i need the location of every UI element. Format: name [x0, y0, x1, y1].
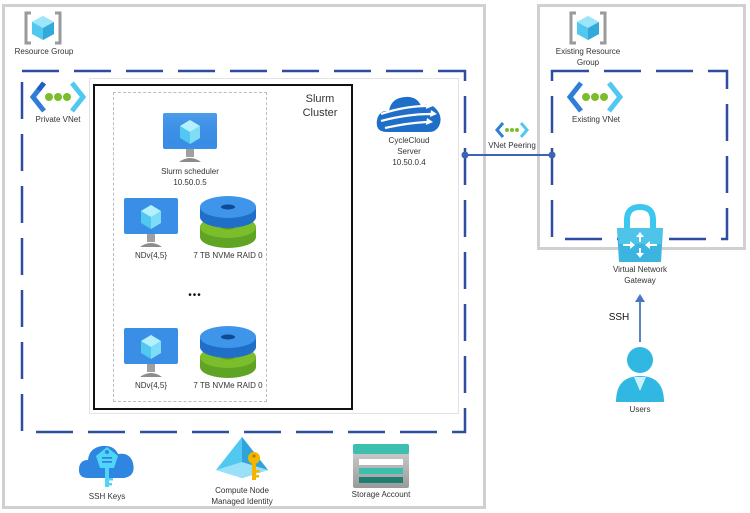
compute-node-label: NDv{4,5} — [134, 251, 168, 260]
existing-resource-group-line1: Existing Resource — [555, 47, 621, 56]
compute-node-label: NDv{4,5} — [134, 381, 168, 390]
existing-resource-group-icon — [569, 11, 607, 45]
managed-identity-line1: Compute Node — [215, 486, 269, 495]
compute-group-boundary — [113, 92, 267, 402]
ssh-keys-icon[interactable] — [78, 438, 136, 490]
slurm-cluster-boundary — [93, 84, 353, 410]
users-label: Users — [629, 405, 651, 414]
existing-vnet-icon — [567, 81, 623, 113]
ssh-arrow-head — [635, 294, 645, 302]
nvme-disk-icon[interactable] — [198, 195, 258, 251]
nvme-disk-label: 7 TB NVMe RAID 0 — [193, 381, 263, 390]
slurm-cluster-title-line1: Slurm — [305, 93, 335, 105]
cyclecloud-label: CycleCloud Server 10.50.0.4 — [374, 135, 444, 168]
storage-account-icon[interactable] — [352, 443, 410, 489]
gateway-line2: Gateway — [624, 276, 656, 285]
existing-resource-group-line2: Group — [576, 58, 600, 67]
slurm-scheduler-vm-icon[interactable] — [162, 112, 218, 164]
resource-group-boundary — [2, 4, 486, 509]
slurm-scheduler-name: Slurm scheduler — [161, 167, 219, 176]
cyclecloud-name-line1: CycleCloud — [388, 136, 430, 145]
managed-identity-line2: Managed Identity — [211, 497, 273, 506]
virtual-network-gateway-label: Virtual Network Gateway — [600, 264, 680, 286]
private-vnet-boundary — [20, 69, 467, 434]
resource-group-icon — [24, 11, 62, 45]
cyclecloud-name-line2: Server — [397, 147, 421, 156]
compute-node-vm-icon[interactable] — [123, 327, 179, 379]
gateway-line1: Virtual Network — [612, 265, 668, 274]
existing-vnet-label: Existing VNet — [571, 115, 621, 124]
storage-account-label: Storage Account — [351, 490, 411, 499]
cyclecloud-ip: 10.50.0.4 — [392, 158, 426, 167]
private-vnet-icon — [30, 81, 86, 113]
nvme-disk-label: 7 TB NVMe RAID 0 — [193, 251, 263, 260]
compute-node-vm-icon[interactable] — [123, 197, 179, 249]
virtual-network-gateway-icon[interactable] — [617, 204, 663, 262]
managed-identity-label: Compute Node Managed Identity — [200, 485, 284, 507]
cyclecloud-icon[interactable] — [375, 92, 443, 134]
resource-group-label: Resource Group — [14, 47, 74, 56]
slurm-cluster-title-line2: Cluster — [302, 107, 338, 119]
peering-endpoint-right — [548, 151, 556, 159]
slurm-scheduler-ip: 10.50.0.5 — [173, 178, 207, 187]
ssh-keys-label: SSH Keys — [88, 492, 126, 501]
more-nodes-ellipsis: ••• — [188, 290, 202, 301]
nvme-disk-icon[interactable] — [198, 325, 258, 381]
peering-endpoint-left — [461, 151, 469, 159]
users-icon[interactable] — [614, 346, 666, 404]
vnet-peering-icon[interactable] — [495, 121, 529, 139]
private-vnet-label: Private VNet — [35, 115, 81, 124]
slurm-scheduler-label: Slurm scheduler 10.50.0.5 — [150, 166, 230, 188]
existing-resource-group-label: Existing Resource Group — [553, 46, 623, 68]
ssh-connection-label: SSH — [608, 312, 630, 323]
vnet-peering-label: VNet Peering — [488, 141, 536, 150]
managed-identity-icon[interactable] — [214, 436, 270, 486]
slurm-cluster-title: Slurm Cluster — [290, 92, 350, 120]
